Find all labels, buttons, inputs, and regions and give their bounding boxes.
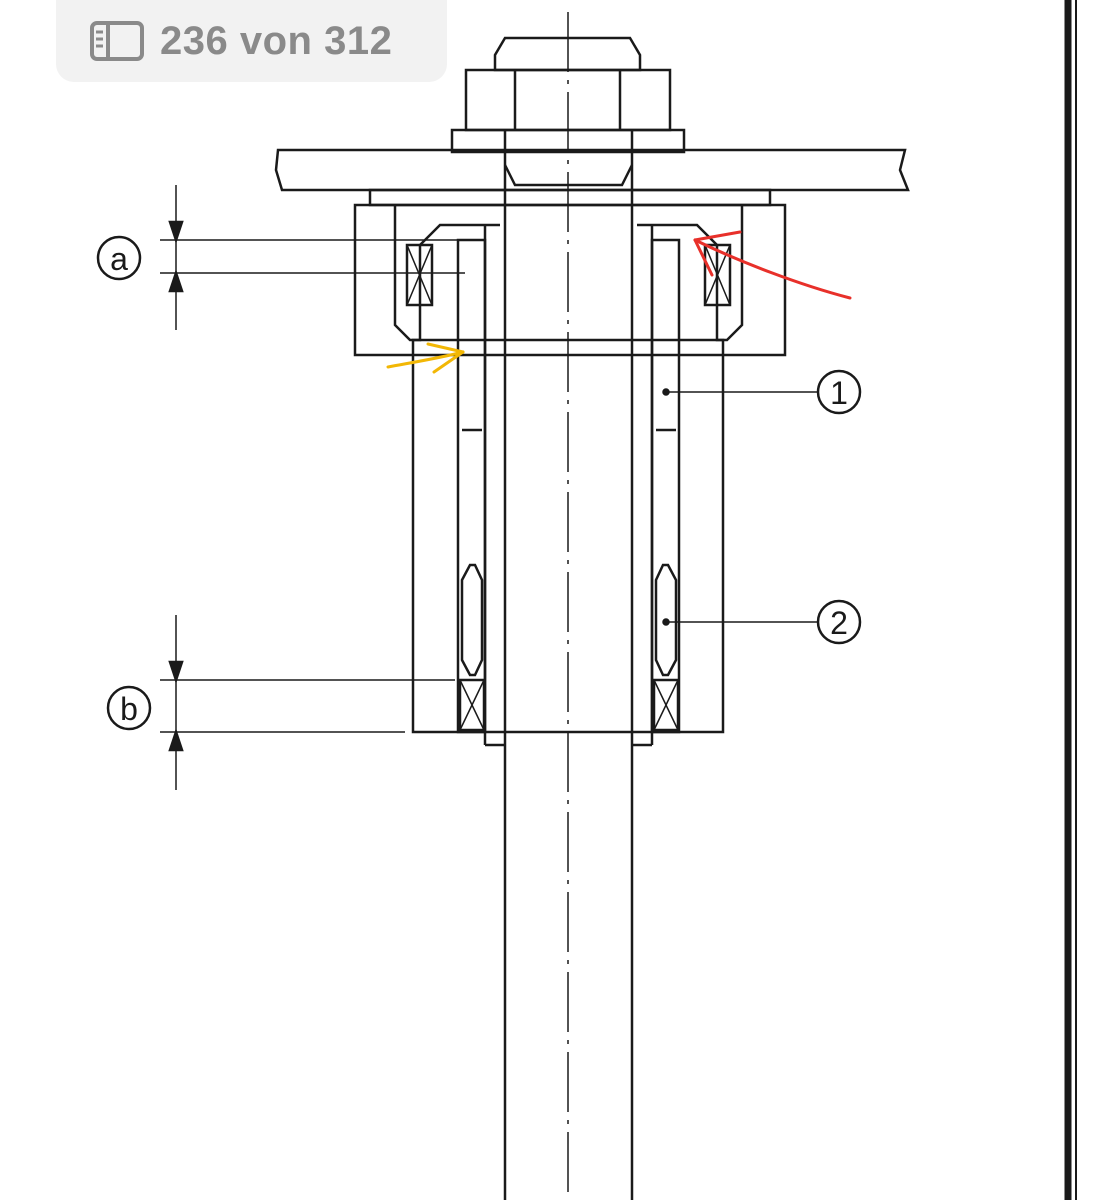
red-arrow-annotation	[693, 230, 852, 300]
sleeve-tube	[411, 338, 725, 734]
sidebar-book-icon	[90, 21, 144, 61]
lower-bearing-left	[458, 678, 486, 732]
yellow-arrow-annotation	[386, 342, 465, 374]
page-indicator-badge[interactable]: 236 von 312	[56, 0, 447, 82]
callout-circle-b	[106, 685, 152, 731]
bushing-right	[654, 563, 678, 677]
callout-circle-1	[816, 369, 862, 415]
callout-circle-a	[96, 235, 142, 281]
callout-label-b: b	[120, 691, 138, 727]
drawing-lines	[96, 0, 1077, 1200]
lower-bearing-right	[652, 678, 680, 732]
frame-plate	[274, 148, 910, 192]
callout-label-a: a	[110, 241, 128, 277]
bushing-left	[460, 563, 484, 677]
washer	[450, 128, 686, 154]
page-indicator-text: 236 von 312	[160, 18, 393, 63]
callout-label-2: 2	[830, 605, 848, 641]
upper-bearing-left	[405, 243, 434, 307]
callout-circle-2	[816, 599, 862, 645]
callout-label-1: 1	[830, 375, 848, 411]
upper-bearing-right	[703, 243, 732, 307]
